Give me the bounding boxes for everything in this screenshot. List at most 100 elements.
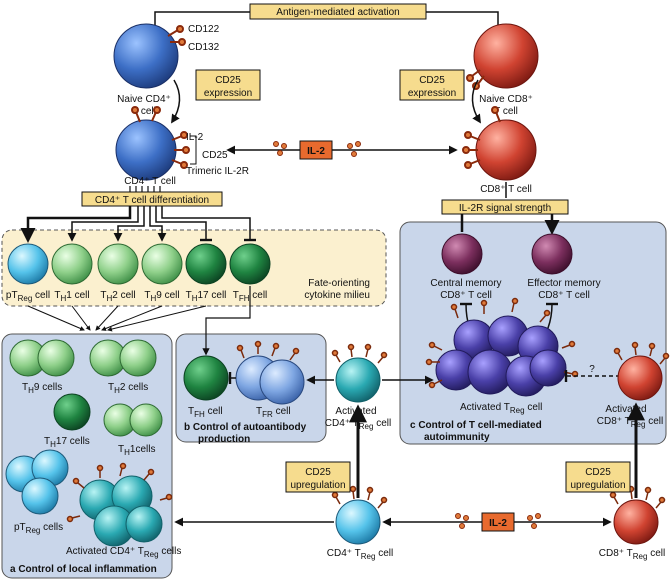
il2-dots-icon bbox=[273, 141, 361, 157]
th1-cell bbox=[51, 243, 93, 285]
fate-label-ptreg: pTReg cell bbox=[6, 290, 50, 303]
naive-cd8-cell bbox=[473, 23, 539, 89]
fate-label-tfh: TFH cell bbox=[233, 290, 268, 303]
central-memory-label-2: CD8⁺ T cell bbox=[440, 290, 492, 301]
activated-cd4-treg-label-2: CD4⁺ TReg cell bbox=[325, 418, 391, 431]
cd4-treg-label: CD4⁺ TReg cell bbox=[327, 548, 393, 561]
act-treg-a-label: Activated CD4⁺ TReg cells bbox=[66, 546, 181, 559]
cd4-t-cell-label: CD4⁺ T cell bbox=[124, 176, 176, 187]
convergence-arrows bbox=[27, 305, 207, 332]
question-mark: ? bbox=[589, 364, 595, 375]
cd122-label: CD122 bbox=[188, 24, 220, 35]
effector-memory-label-1: Effector memory bbox=[527, 278, 600, 289]
il2r-strength-label: IL-2R signal strength bbox=[459, 203, 551, 214]
cd25-expression-right-2: expression bbox=[408, 88, 456, 99]
cd25-expression-box-right bbox=[399, 69, 465, 101]
cd8-il2r-icon bbox=[462, 106, 501, 169]
activated-cd4-treg-cell bbox=[335, 357, 381, 403]
cd4-diff-box bbox=[81, 191, 223, 207]
activated-cd4-treg-label-1: Activated bbox=[335, 406, 376, 417]
th2-cells-label: TH2 cells bbox=[108, 382, 148, 395]
cd25-upregulation-box-right bbox=[565, 461, 631, 493]
cd25-expression-left-1: CD25 bbox=[215, 75, 241, 86]
cd25-label: CD25 bbox=[202, 150, 228, 161]
fate-label-th1: TH1 cell bbox=[54, 290, 89, 303]
tfr-label: TFR cell bbox=[256, 406, 291, 419]
cd8-treg-label: CD8⁺ TReg cell bbox=[599, 548, 665, 561]
milieu-label-2: cytokine milieu bbox=[304, 290, 370, 301]
strength-branches bbox=[460, 212, 552, 232]
il2r-strength-box bbox=[441, 199, 569, 215]
fate-label-th9: TH9 cell bbox=[144, 290, 179, 303]
cd4treg-receptor-spikes-icon bbox=[331, 343, 388, 364]
cd4-treg-cell bbox=[335, 499, 381, 545]
cluster-a-spikes-icon bbox=[66, 462, 173, 523]
treg-receptor-spikes-icon bbox=[425, 297, 579, 389]
ptreg-cell-a3 bbox=[21, 477, 59, 515]
cd8-treg-cell bbox=[613, 499, 659, 545]
il2r-bracket bbox=[190, 135, 197, 165]
cd25-upregulation-left-2: upregulation bbox=[290, 480, 345, 491]
il2-box-top-label: IL-2 bbox=[307, 146, 325, 157]
th17-cells-label: TH17 cells bbox=[44, 436, 90, 449]
il2-dots-bottom-icon bbox=[455, 513, 541, 529]
tfh-to-b-arrow bbox=[202, 286, 251, 356]
differentiation-lines bbox=[129, 186, 161, 192]
naive-cd8-label-2: T cell bbox=[494, 106, 518, 117]
cd4-t-cell bbox=[115, 119, 177, 181]
activated-cd8-treg-label-1: Activated bbox=[605, 404, 646, 415]
naive-cd4-cell bbox=[113, 23, 179, 89]
milieu-label-1: Fate-orienting bbox=[308, 278, 370, 289]
cd25-upregulation-box-left bbox=[285, 461, 351, 493]
th1-cells-label: TH1cells bbox=[118, 444, 155, 457]
cd25-upregulation-right-1: CD25 bbox=[585, 467, 611, 478]
cd4-expression-arrow bbox=[171, 79, 181, 124]
cd8-t-cell bbox=[475, 119, 537, 181]
ptreg-cells-label: pTReg cells bbox=[14, 522, 63, 535]
cd25-expression-right-1: CD25 bbox=[419, 75, 445, 86]
panel-c-title-2: autoimmunity bbox=[424, 432, 490, 443]
trimeric-label: Trimeric IL-2R bbox=[186, 166, 249, 177]
tfr-cell-2 bbox=[259, 359, 305, 405]
effector-memory-cell bbox=[531, 233, 573, 275]
cd25-expression-left-2: expression bbox=[204, 88, 252, 99]
cd25-upregulation-left-1: CD25 bbox=[305, 467, 331, 478]
th17-cell bbox=[185, 243, 227, 285]
panel-b-title-2: production bbox=[198, 434, 250, 445]
il2-box-top bbox=[299, 140, 333, 160]
il2-label: IL-2 bbox=[186, 132, 204, 143]
activated-cd8-treg-cell bbox=[617, 355, 663, 401]
tfh-cell-b bbox=[183, 355, 229, 401]
central-memory-cell bbox=[441, 233, 483, 275]
th9-cell bbox=[141, 243, 183, 285]
th17-cell-a bbox=[53, 393, 91, 431]
il2-box-bottom-label: IL-2 bbox=[489, 518, 507, 529]
trimeric-il2r-icon bbox=[131, 106, 190, 169]
th1-cell-a2 bbox=[129, 403, 163, 437]
activated-treg-cluster bbox=[435, 315, 567, 397]
tfr-receptor-spikes-icon bbox=[236, 340, 300, 361]
cd25-expression-box-left bbox=[195, 69, 261, 101]
activation-label-box bbox=[249, 3, 427, 20]
th2-cell-a2 bbox=[119, 339, 157, 377]
tfh-label: TFH cell bbox=[188, 406, 223, 419]
th9-cells-label: TH9 cells bbox=[22, 382, 62, 395]
panel-b-title-1: b Control of autoantibody bbox=[184, 422, 307, 433]
activated-cd8-treg-label-2: CD8⁺ TReg cell bbox=[597, 416, 663, 429]
panel-a-title: a Control of local inflammation bbox=[10, 564, 157, 575]
fate-label-th17: TH17 cell bbox=[186, 290, 227, 303]
central-memory-label-1: Central memory bbox=[430, 278, 501, 289]
fate-subset-labels: pTReg cell TH1 cell TH2 cell TH9 cell TH17 c… bbox=[6, 290, 267, 303]
tfh-cell bbox=[229, 243, 271, 285]
naive-cd4-label-2: T cell bbox=[132, 106, 156, 117]
cd4-diff-label: CD4⁺ T cell differentiation bbox=[95, 195, 209, 206]
th9-cell-a2 bbox=[37, 339, 75, 377]
panel-c-title-1: c Control of T cell-mediated bbox=[410, 420, 542, 431]
il2-box-bottom bbox=[481, 512, 515, 532]
naive-cd8-label-1: Naive CD8⁺ bbox=[479, 94, 533, 105]
cd122-receptor-icon bbox=[167, 25, 186, 46]
cd132-label: CD132 bbox=[188, 42, 220, 53]
naive-cd4-label-1: Naive CD4⁺ bbox=[117, 94, 171, 105]
activated-treg-c-label: Activated TReg cell bbox=[460, 402, 542, 415]
fate-label-th2: TH2 cell bbox=[100, 290, 135, 303]
